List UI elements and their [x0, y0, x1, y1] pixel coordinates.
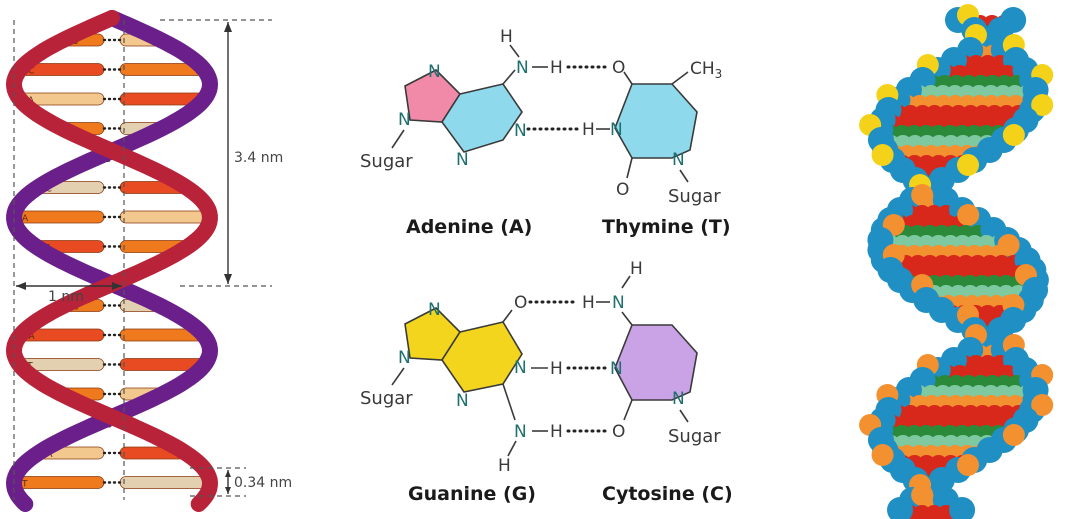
phosphate-atom: [911, 484, 934, 506]
phosphate-atom: [1031, 94, 1054, 116]
guanine-n7: N: [428, 300, 441, 320]
phosphate-atom: [1031, 394, 1054, 416]
thymine-h-donor: H: [582, 120, 595, 140]
thymine-co-bond: [623, 71, 633, 85]
adenine-sugar-label: Sugar: [360, 151, 413, 172]
cytosine-n3: N: [610, 359, 623, 379]
guanine-amino-h: H: [498, 456, 511, 476]
cytosine-amino-h: H: [630, 259, 643, 279]
thymine-o2: O: [616, 180, 629, 200]
sugar-phosphate-strands: [5, 10, 219, 512]
pitch-arrowhead-top: [224, 22, 232, 32]
cytosine-o2: O: [612, 422, 625, 442]
base-pair-rung-right: [119, 210, 211, 224]
rung-base-letter: C: [28, 67, 34, 77]
thymine-name: Thymine (T): [602, 216, 731, 238]
rung-base-letter: A: [28, 332, 35, 342]
phosphate-atom: [871, 144, 894, 166]
guanine-cytosine-pair: N N N N O H N H H Sugar H N H N N O Suga…: [360, 259, 733, 505]
cytosine-sugar-bond: [679, 409, 689, 423]
guanine-name: Guanine (G): [408, 483, 536, 505]
adenine-amino-bond: [502, 69, 516, 85]
cytosine-n1: N: [672, 389, 685, 409]
phosphate-atom: [911, 184, 934, 206]
adenine-n9: N: [398, 110, 411, 130]
thymine-n1: N: [672, 150, 685, 170]
thymine-co2-bond: [626, 157, 633, 179]
cytosine-sugar-label: Sugar: [668, 426, 721, 447]
strand-front: [5, 10, 219, 512]
thymine-sugar-label: Sugar: [668, 186, 721, 207]
thymine-sugar-bond: [679, 169, 689, 183]
guanine-sugar-bond: [391, 367, 405, 386]
rung-base-letter: A: [22, 214, 29, 224]
phosphate-atom: [957, 454, 979, 476]
adenine-amino-n: N: [516, 58, 529, 78]
pitch-arrowhead-bottom: [224, 274, 232, 284]
guanine-amino-bond: [502, 383, 516, 421]
cytosine-amino-n: N: [612, 293, 625, 313]
phosphate-atom: [997, 234, 1020, 256]
width-arrowhead-right: [112, 282, 122, 290]
width-label: 1 nm: [48, 289, 84, 305]
cytosine-c4-bond: [621, 311, 633, 326]
thymine-o4: O: [612, 58, 625, 78]
cytosine-ring: [614, 324, 698, 401]
phosphate-atom: [957, 204, 980, 226]
adenine-thymine-pair: N N N N N H H Sugar H O N N O CH3 Sugar …: [360, 27, 731, 238]
pitch-label: 3.4 nm: [234, 150, 283, 166]
guanine-n3: N: [456, 391, 469, 411]
guanine-n1: N: [514, 358, 527, 378]
guanine-amino-h-line: [507, 440, 517, 457]
adenine-name: Adenine (A): [406, 216, 532, 238]
thymine-methyl: CH3: [690, 59, 722, 81]
thymine-methyl-bond: [671, 71, 689, 85]
adenine-amino-h: H: [500, 27, 513, 47]
rung-base-letter: T: [21, 480, 28, 490]
backbone-atom: [949, 497, 976, 519]
base-pair-rung-right: [119, 476, 211, 489]
rise-arrowhead-top: [225, 470, 231, 477]
width-arrowhead-left: [16, 282, 26, 290]
cytosine-name: Cytosine (C): [602, 483, 733, 505]
adenine-n3: N: [456, 150, 469, 170]
adenine-n7: N: [428, 62, 441, 82]
cytosine-amino-h-line: [621, 275, 631, 289]
phosphate-atom: [957, 154, 979, 176]
adenine-n1: N: [514, 121, 527, 141]
space-filling-dna-model: [859, 4, 1054, 519]
phosphate-atom: [1002, 124, 1025, 146]
guanine-n9: N: [398, 348, 411, 368]
phosphate-atom: [871, 444, 894, 466]
guanine-h1: H: [550, 359, 563, 379]
cytosine-amino-h-donor: H: [582, 293, 595, 313]
adenine-h-donor: H: [550, 58, 563, 78]
guanine-sugar-label: Sugar: [360, 388, 413, 409]
guanine-co-bond: [502, 309, 513, 323]
adenine-h-bond-line: [509, 44, 520, 58]
backbone-atom: [887, 497, 914, 519]
rise-label: 0.34 nm: [234, 475, 292, 491]
guanine-o6: O: [514, 293, 527, 313]
strand-back: [5, 10, 219, 512]
adenine-sugar-bond: [391, 129, 405, 149]
rise-arrowhead-bottom: [225, 487, 231, 494]
phosphate-atom: [1002, 424, 1025, 446]
guanine-amino-n: N: [514, 422, 527, 442]
thymine-ring: [614, 83, 698, 159]
thymine-n3: N: [610, 120, 623, 140]
cytosine-co-bond: [623, 399, 633, 421]
guanine-amino-h-donor: H: [550, 422, 563, 442]
